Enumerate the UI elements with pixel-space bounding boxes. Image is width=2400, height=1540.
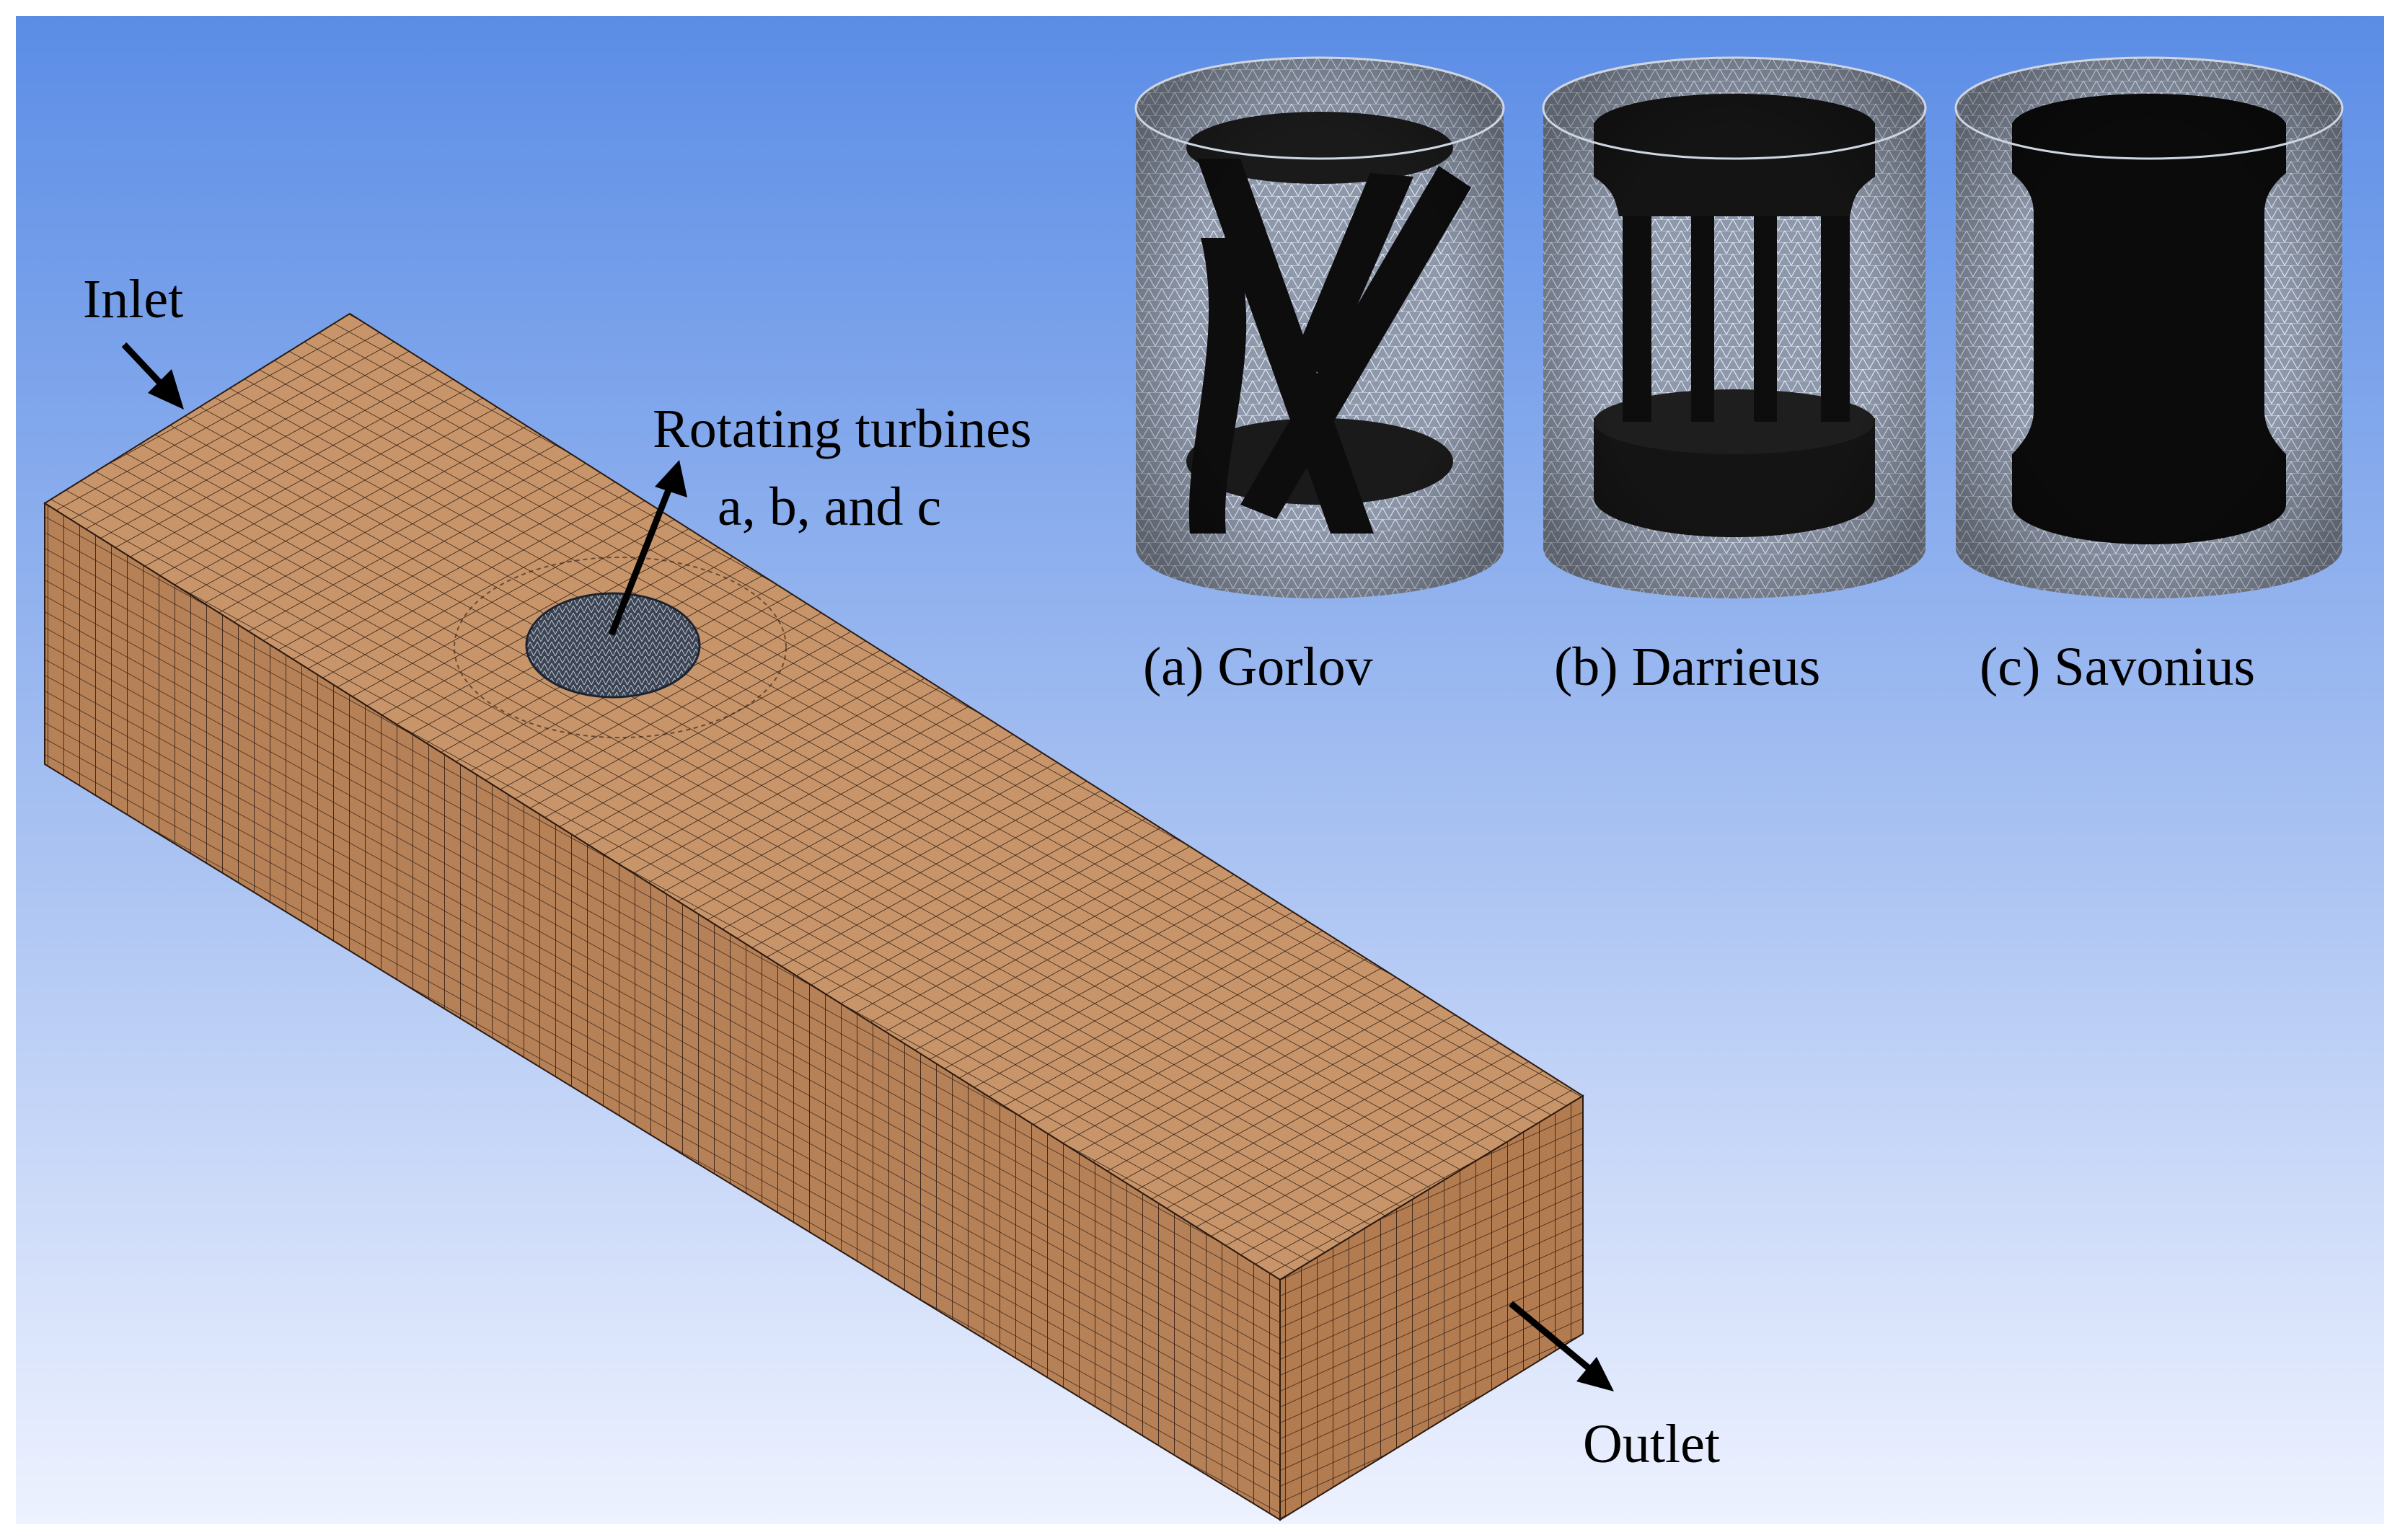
turbines-label-line1: Rotating turbines xyxy=(653,399,1032,459)
inlet-arrow xyxy=(121,342,184,410)
outlet-arrow xyxy=(1509,1301,1614,1391)
outlet-label: Outlet xyxy=(1583,1414,1720,1474)
inset-caption-gorlov: (a) Gorlov xyxy=(1143,637,1373,697)
gorlov-turbine-mesh xyxy=(1134,56,1505,598)
savonius-turbine-mesh xyxy=(1954,56,2344,598)
inset-caption-darrieus: (b) Darrieus xyxy=(1554,637,1820,697)
turbines-arrow xyxy=(608,460,687,636)
inlet-label: Inlet xyxy=(83,269,183,329)
domain-mesh-box xyxy=(43,312,1584,1521)
darrieus-turbine-mesh xyxy=(1542,56,1927,598)
turbines-label-line2: a, b, and c xyxy=(718,477,941,537)
box-right-face xyxy=(1279,1094,1584,1521)
turbine-hub-mesh xyxy=(525,592,701,699)
refinement-zone xyxy=(454,557,787,738)
inset-caption-savonius: (c) Savonius xyxy=(1980,637,2255,697)
